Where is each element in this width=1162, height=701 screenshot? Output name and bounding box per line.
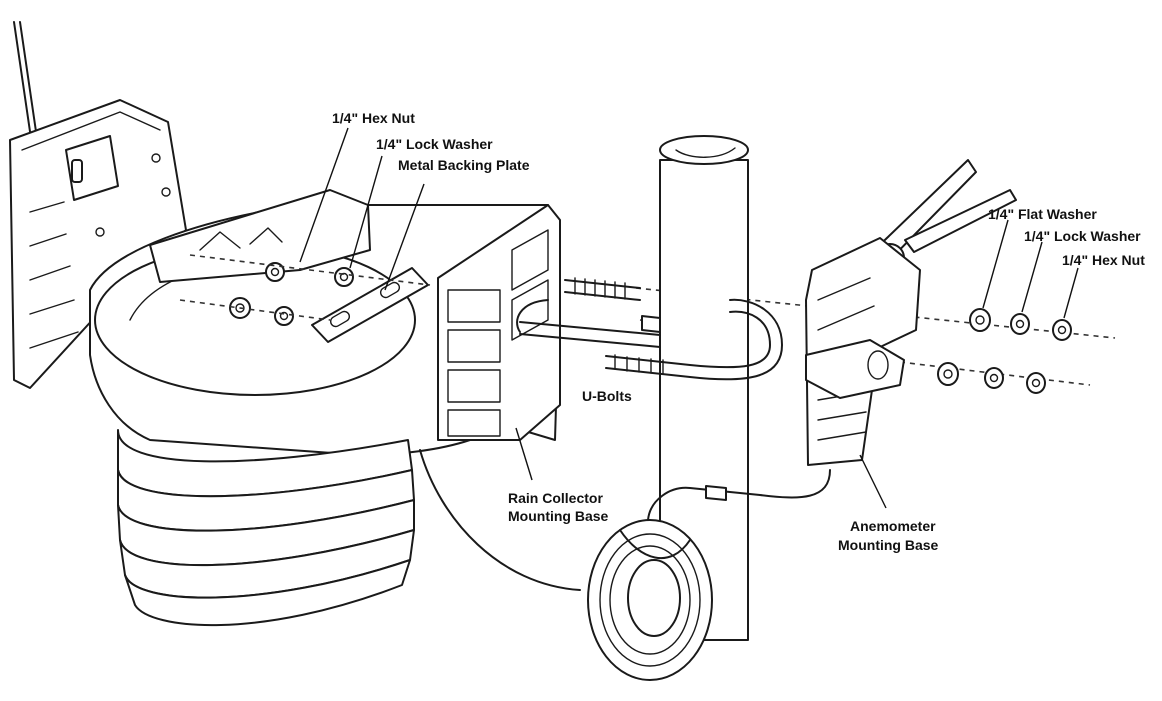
label-metal-backing-plate: Metal Backing Plate — [398, 157, 530, 173]
solar-panel-housing — [9, 99, 187, 389]
label-hex-nut-right: 1/4" Hex Nut — [1062, 252, 1145, 268]
label-u-bolts: U-Bolts — [582, 388, 632, 404]
label-rain-collector-line2: Mounting Base — [508, 508, 609, 524]
mounting-pole — [659, 135, 749, 641]
right-hardware — [937, 308, 1072, 394]
label-anemometer-line1: Anemometer — [850, 518, 936, 534]
anemometer-mounting-base — [805, 237, 921, 466]
leader-lines — [299, 127, 1079, 509]
label-flat-washer-right: 1/4" Flat Washer — [988, 206, 1097, 222]
label-lock-washer-left: 1/4" Lock Washer — [376, 136, 493, 152]
metal-backing-plate — [311, 267, 429, 343]
rain-collector-mounting-base — [437, 204, 561, 441]
label-lock-washer-right: 1/4" Lock Washer — [1024, 228, 1141, 244]
label-hex-nut-left: 1/4" Hex Nut — [332, 110, 415, 126]
label-anemometer-line2: Mounting Base — [838, 537, 939, 553]
u-bolts — [516, 277, 783, 381]
cable-coil — [419, 449, 831, 681]
label-rain-collector-line1: Rain Collector — [508, 490, 603, 506]
